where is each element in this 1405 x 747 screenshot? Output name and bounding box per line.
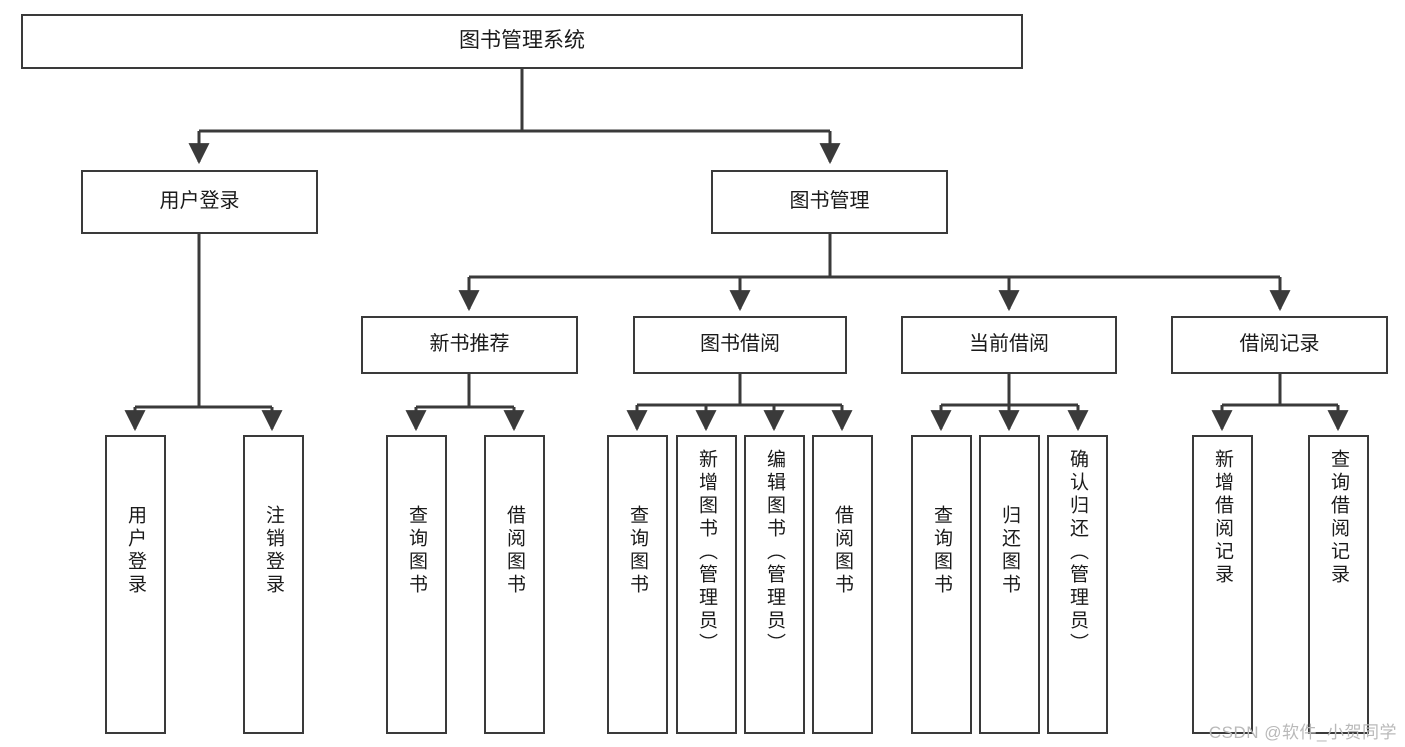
node-label: 查询图书 bbox=[931, 505, 952, 597]
leaf-user-login[interactable]: 用户登录 bbox=[105, 435, 166, 734]
node-label: 用户登录 bbox=[125, 505, 146, 597]
node-user-login[interactable]: 用户登录 bbox=[81, 170, 318, 234]
leaf-logout[interactable]: 注销登录 bbox=[243, 435, 304, 734]
node-book-management[interactable]: 图书管理 bbox=[711, 170, 948, 234]
leaf-query-books-recommend[interactable]: 查询图书 bbox=[386, 435, 447, 734]
node-label: 确认归还（管理员） bbox=[1067, 449, 1088, 656]
node-new-book-recommend[interactable]: 新书推荐 bbox=[361, 316, 578, 374]
node-label: 当前借阅 bbox=[969, 333, 1049, 356]
node-label: 借阅图书 bbox=[832, 505, 853, 597]
node-label: 图书管理 bbox=[789, 190, 870, 213]
node-root-book-management-system[interactable]: 图书管理系统 bbox=[21, 14, 1023, 69]
node-label: 图书管理系统 bbox=[459, 29, 585, 53]
node-label: 图书借阅 bbox=[700, 333, 780, 356]
node-label: 查询图书 bbox=[627, 505, 648, 597]
leaf-borrow-books-recommend[interactable]: 借阅图书 bbox=[484, 435, 545, 734]
leaf-confirm-return-admin[interactable]: 确认归还（管理员） bbox=[1047, 435, 1108, 734]
csdn-watermark: CSDN @软件_小贺同学 bbox=[1208, 723, 1397, 742]
node-label: 用户登录 bbox=[159, 190, 240, 213]
node-label: 编辑图书（管理员） bbox=[764, 449, 785, 656]
leaf-query-books-current[interactable]: 查询图书 bbox=[911, 435, 972, 734]
leaf-edit-book-admin[interactable]: 编辑图书（管理员） bbox=[744, 435, 805, 734]
node-current-borrow[interactable]: 当前借阅 bbox=[901, 316, 1117, 374]
leaf-add-book-admin[interactable]: 新增图书（管理员） bbox=[676, 435, 737, 734]
node-label: 借阅记录 bbox=[1239, 333, 1320, 356]
leaf-add-borrow-record[interactable]: 新增借阅记录 bbox=[1192, 435, 1253, 734]
node-label: 新增借阅记录 bbox=[1212, 449, 1233, 587]
node-label: 注销登录 bbox=[263, 505, 284, 597]
leaf-borrow-books[interactable]: 借阅图书 bbox=[812, 435, 873, 734]
node-label: 新书推荐 bbox=[429, 333, 510, 356]
node-label: 查询图书 bbox=[406, 505, 427, 597]
leaf-query-books-borrow[interactable]: 查询图书 bbox=[607, 435, 668, 734]
leaf-query-borrow-record[interactable]: 查询借阅记录 bbox=[1308, 435, 1369, 734]
node-label: 归还图书 bbox=[999, 505, 1020, 597]
node-label: 查询借阅记录 bbox=[1328, 449, 1349, 587]
leaf-return-books[interactable]: 归还图书 bbox=[979, 435, 1040, 734]
node-label: 新增图书（管理员） bbox=[696, 449, 717, 656]
node-book-borrow[interactable]: 图书借阅 bbox=[633, 316, 847, 374]
node-borrow-record[interactable]: 借阅记录 bbox=[1171, 316, 1388, 374]
node-label: 借阅图书 bbox=[504, 505, 525, 597]
